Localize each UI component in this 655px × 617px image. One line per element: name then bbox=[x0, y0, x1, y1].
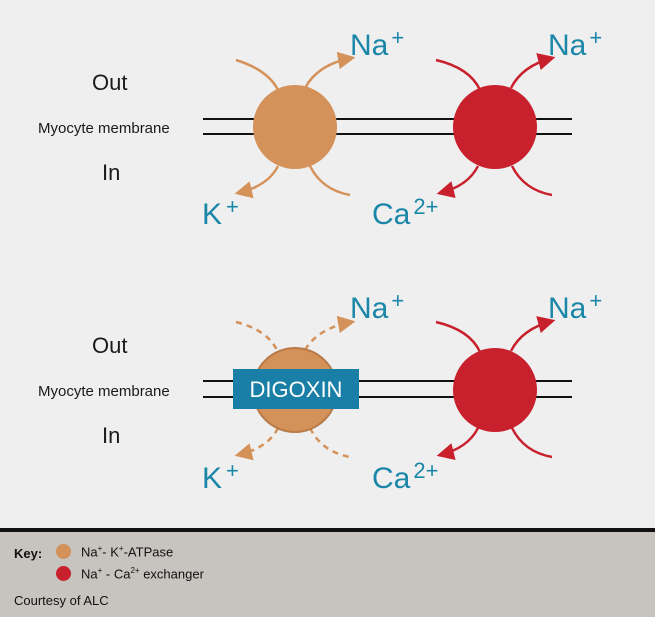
key-panel: Key: Na+- K+-ATPase Na+ - Ca2+ exchanger… bbox=[0, 528, 655, 617]
key-item-label: Na+ - Ca2+ exchanger bbox=[81, 566, 204, 582]
bottom-na-ca-exchanger bbox=[435, 316, 556, 461]
bottom-exchanger-na-label: Na+ bbox=[548, 288, 602, 325]
key-title: Key: bbox=[14, 546, 43, 561]
top-exchanger-na-label: Na+ bbox=[548, 25, 602, 62]
bottom-exchanger-pump bbox=[453, 348, 537, 432]
exchanger-swatch bbox=[56, 566, 71, 582]
key-item-na-ca-exchanger: Na+ - Ca2+ exchanger bbox=[56, 566, 204, 581]
bottom-out-label: Out bbox=[92, 333, 127, 358]
top-exchanger-pump bbox=[453, 85, 537, 169]
top-panel: Out Myocyte membrane In bbox=[38, 25, 602, 231]
courtesy-credit: Courtesy of ALC bbox=[14, 593, 109, 608]
top-atpase-pump bbox=[253, 85, 337, 169]
top-na-ca-exchanger bbox=[435, 53, 556, 199]
atpase-swatch bbox=[56, 544, 71, 560]
top-membrane-label: Myocyte membrane bbox=[38, 120, 170, 137]
top-na-k-atpase bbox=[234, 51, 356, 199]
top-out-label: Out bbox=[92, 70, 127, 95]
bottom-in-label: In bbox=[102, 423, 120, 448]
digoxin-block: DIGOXIN bbox=[233, 369, 359, 409]
bottom-atpase-k-label: K+ bbox=[202, 458, 239, 495]
top-in-label: In bbox=[102, 160, 120, 185]
bottom-panel: Out Myocyte membrane In DIGOXIN bbox=[38, 288, 602, 495]
top-atpase-na-label: Na+ bbox=[350, 25, 404, 62]
digoxin-label: DIGOXIN bbox=[250, 377, 343, 402]
bottom-membrane-label: Myocyte membrane bbox=[38, 383, 170, 400]
top-atpase-k-label: K+ bbox=[202, 194, 239, 231]
bottom-atpase-na-label: Na+ bbox=[350, 288, 404, 325]
membrane-transport-diagram: Out Myocyte membrane In bbox=[38, 25, 602, 495]
key-item-label: Na+- K+-ATPase bbox=[81, 544, 174, 560]
key-item-na-k-atpase: Na+- K+-ATPase bbox=[56, 544, 173, 559]
